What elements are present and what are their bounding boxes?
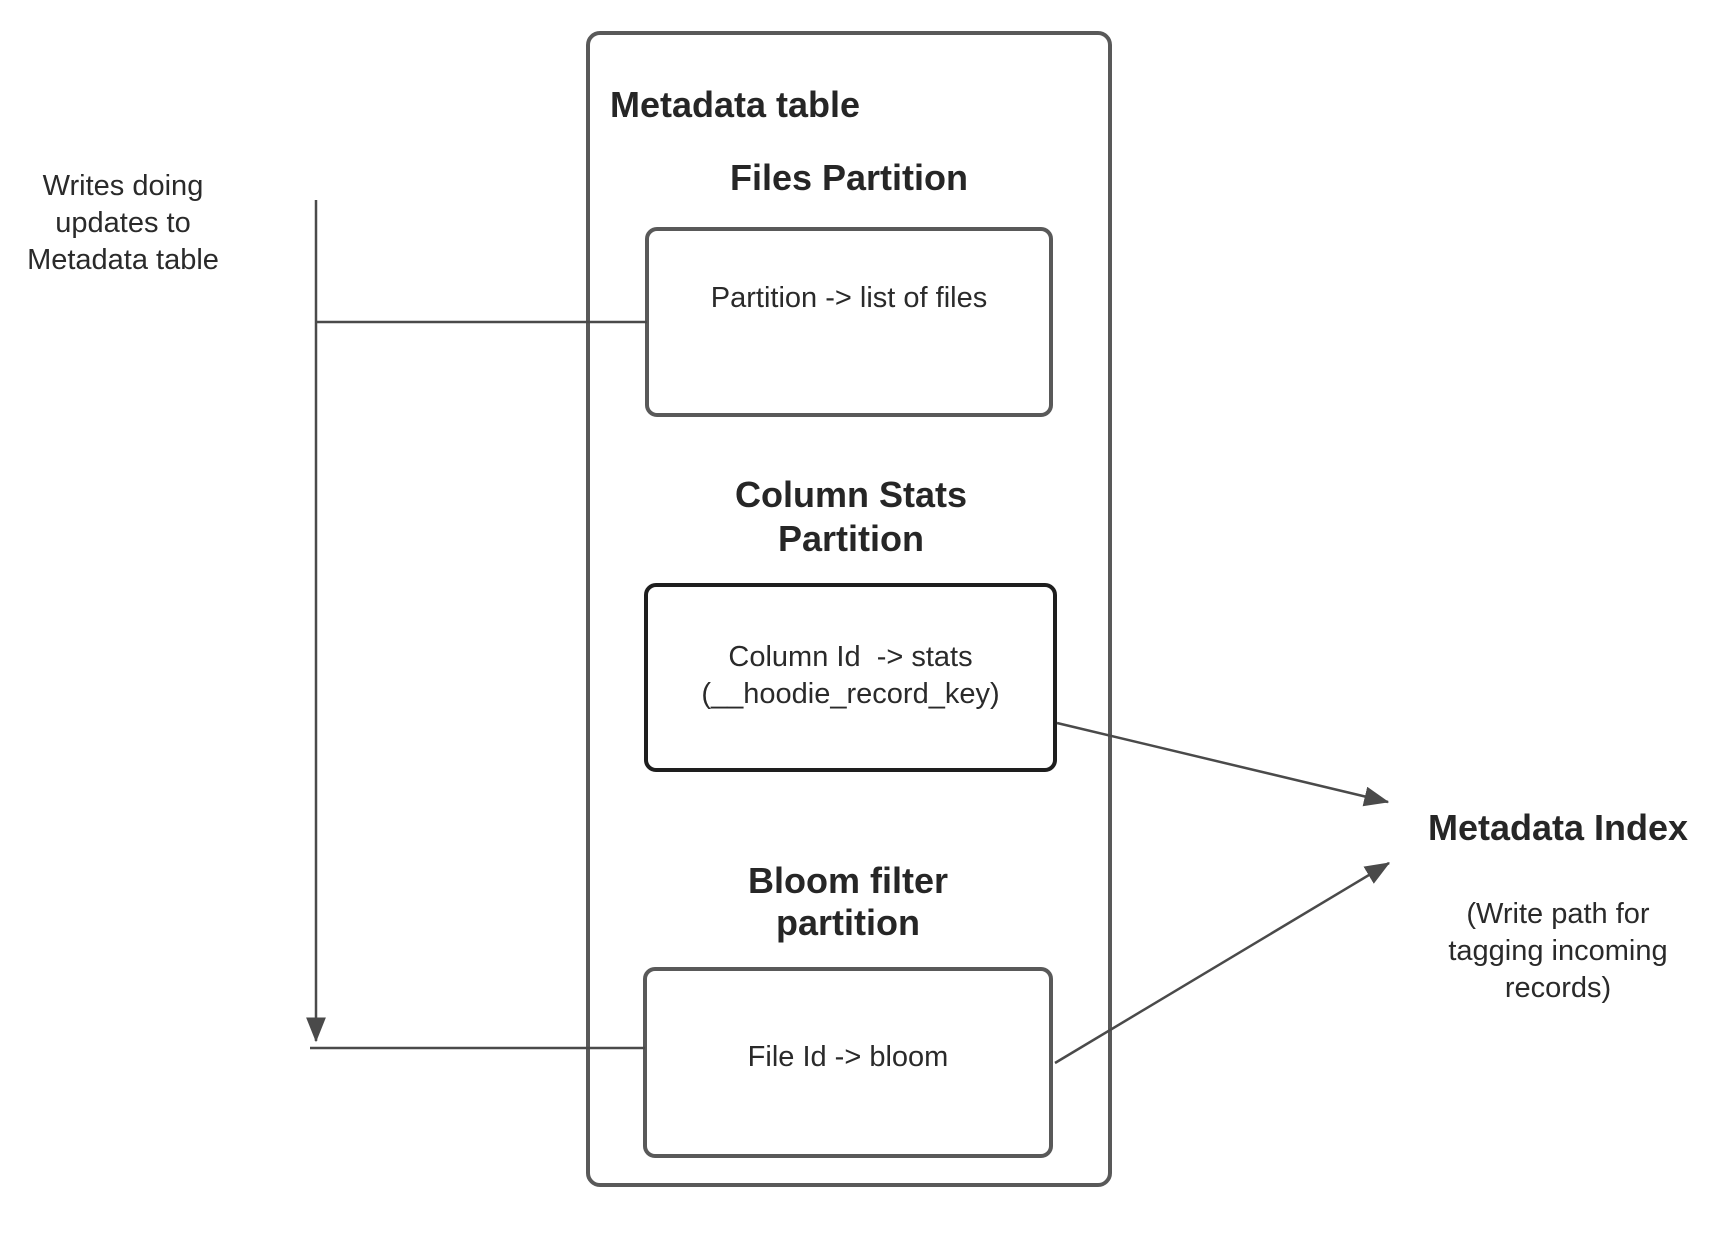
column-stats-partition-heading: Column Stats Partition bbox=[734, 474, 967, 559]
bloom-filter-partition-heading: Bloom filter partition bbox=[747, 860, 948, 943]
files-partition-box bbox=[645, 227, 1053, 417]
writes-updates-note: Writes doing updates to Metadata table bbox=[27, 170, 219, 276]
column-stats-partition-box bbox=[644, 583, 1057, 772]
bloom-filter-partition-text: File Id -> bloom bbox=[747, 1041, 949, 1073]
column-stats-partition-text: Column Id -> stats (__hoodie_record_key) bbox=[701, 641, 1000, 710]
metadata-index-subtitle: (Write path for tagging incoming records… bbox=[1448, 898, 1668, 1004]
metadata-index-title: Metadata Index bbox=[1427, 807, 1689, 848]
metadata-table-title: Metadata table bbox=[610, 84, 861, 125]
bloom-filter-partition-box bbox=[643, 967, 1053, 1158]
files-partition-text: Partition -> list of files bbox=[710, 282, 988, 314]
files-partition-heading: Files Partition bbox=[729, 157, 969, 198]
